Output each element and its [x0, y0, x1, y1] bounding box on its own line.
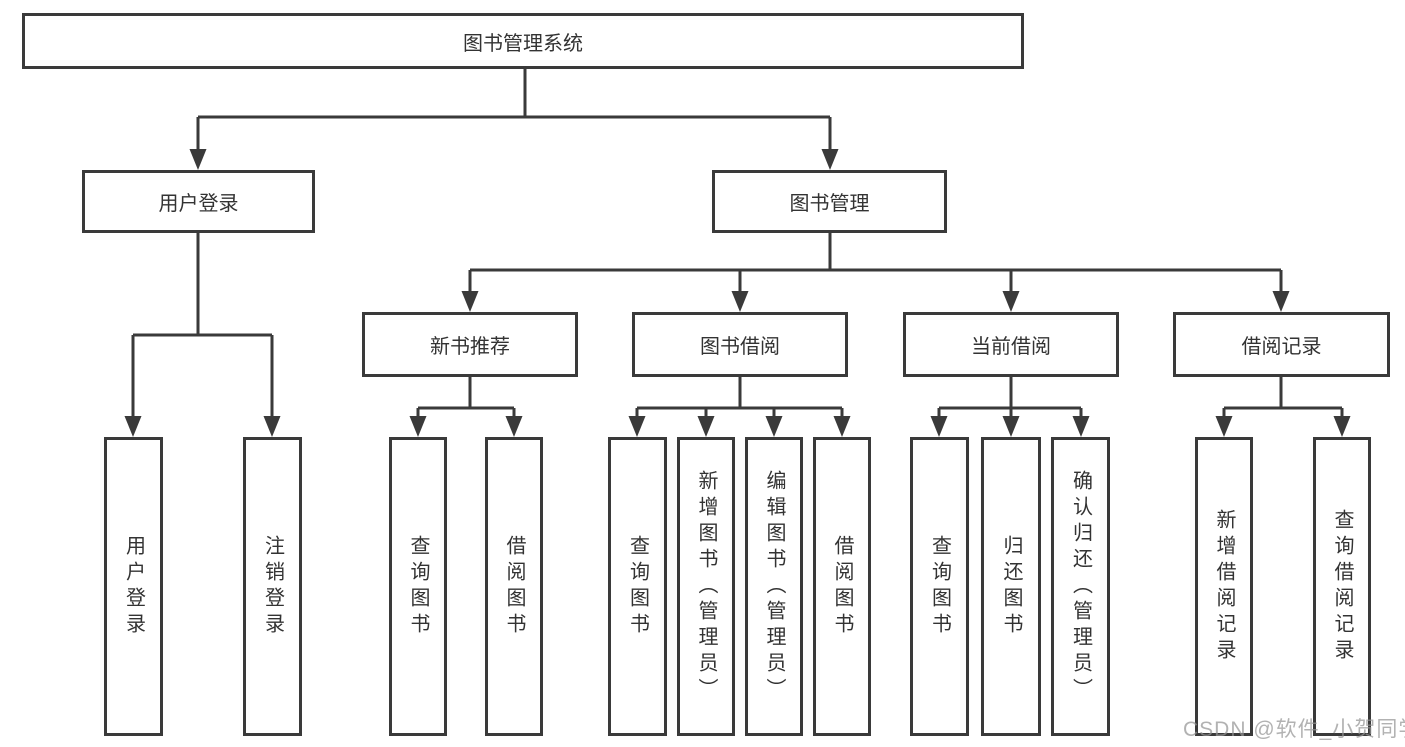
leaf-add-borrow-record: 新增借阅记录: [1195, 437, 1253, 736]
node-label: 借阅记录: [1241, 336, 1322, 358]
node-label: 图书管理: [789, 193, 870, 215]
leaf-add-books-admin: 新增图书（管理员）: [677, 437, 735, 736]
leaf-query-borrow-records: 查询借阅记录: [1313, 437, 1371, 736]
node-label: 查询图书: [626, 534, 649, 639]
node-user-login: 用户登录: [82, 170, 315, 233]
node-label: 图书借阅: [700, 336, 780, 358]
node-book-management: 图书管理: [712, 170, 947, 233]
node-label: 新书推荐: [430, 336, 510, 358]
leaf-return-books: 归还图书: [981, 437, 1041, 736]
node-label: 新增图书（管理员）: [695, 469, 717, 704]
leaf-current-query-books: 查询图书: [910, 437, 969, 736]
node-label: 当前借阅: [971, 336, 1051, 358]
leaf-borrowing-borrow-books: 借阅图书: [813, 437, 871, 736]
node-book-borrowing: 图书借阅: [632, 312, 848, 377]
leaf-recommend-borrow-books: 借阅图书: [485, 437, 543, 736]
node-new-book-recommendation: 新书推荐: [362, 312, 578, 377]
node-label: 查询图书: [928, 534, 951, 639]
node-label: 借阅图书: [831, 534, 853, 639]
leaf-recommend-query-books: 查询图书: [389, 437, 447, 736]
node-label: 用户登录: [158, 193, 239, 215]
node-label: 新增借阅记录: [1213, 508, 1235, 665]
node-label: 注销登录: [261, 534, 284, 639]
node-label: 借阅图书: [503, 534, 525, 639]
node-label: 编辑图书（管理员）: [763, 469, 785, 704]
node-label: 确认归还（管理员）: [1069, 469, 1092, 704]
node-label: 查询图书: [407, 534, 429, 639]
leaf-logout: 注销登录: [243, 437, 302, 736]
leaf-edit-books-admin: 编辑图书（管理员）: [745, 437, 803, 736]
node-label: 查询借阅记录: [1331, 508, 1353, 665]
node-borrowing-records: 借阅记录: [1173, 312, 1390, 377]
node-label: 用户登录: [122, 534, 145, 639]
leaf-confirm-return-admin: 确认归还（管理员）: [1051, 437, 1110, 736]
csdn-watermark: CSDN @软件_小贺同学: [1183, 718, 1405, 741]
leaf-user-login: 用户登录: [104, 437, 163, 736]
node-label: 图书管理系统: [463, 32, 583, 55]
leaf-borrowing-query-books: 查询图书: [608, 437, 667, 736]
node-library-management-system: 图书管理系统: [22, 13, 1024, 69]
node-label: 归还图书: [1000, 534, 1022, 639]
node-current-borrowing: 当前借阅: [903, 312, 1119, 377]
